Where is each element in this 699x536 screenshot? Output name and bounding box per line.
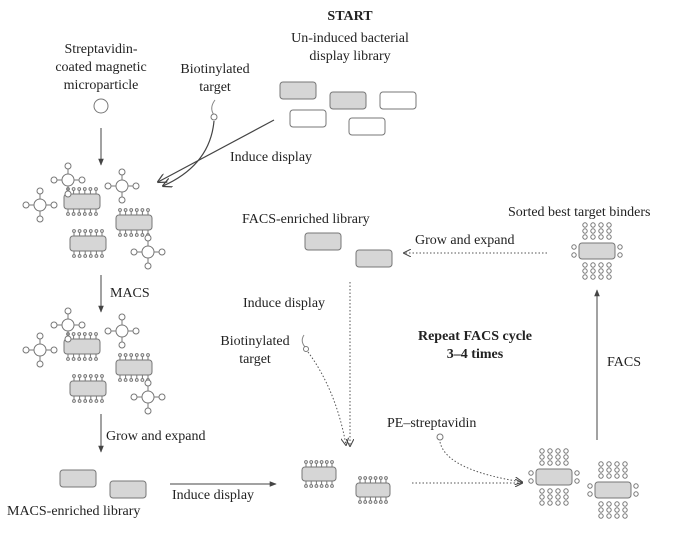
cell-body — [115, 359, 153, 376]
library-cell — [329, 91, 367, 110]
sorted-binders-label: Sorted best target binders — [508, 205, 651, 220]
library-label-line2: display library — [309, 49, 391, 64]
arrow-biotin-top — [163, 120, 215, 186]
cell-body — [115, 214, 153, 231]
cell-body — [355, 482, 391, 498]
uninduced-library-cells — [279, 81, 417, 136]
biotin-top-line2: target — [199, 80, 231, 95]
library-cell — [279, 81, 317, 100]
biotin-mid-line1: Biotinylated — [220, 334, 290, 349]
facs-library-label: FACS-enriched library — [242, 212, 370, 227]
arrow-induce-display-top — [158, 119, 275, 182]
biotinylated-target-icon — [210, 99, 218, 121]
strep-label-line1: Streptavidin- — [64, 42, 138, 57]
cell-body — [594, 481, 632, 499]
strep-label-line2: coated magnetic — [55, 60, 147, 75]
bead — [141, 245, 155, 259]
library-cell — [289, 109, 327, 128]
repeat-facs-line2: 3–4 times — [446, 347, 504, 362]
library-label-line1: Un-induced bacterial — [291, 31, 409, 46]
cell-body — [301, 466, 337, 482]
arrow-biotin-mid — [307, 351, 346, 445]
bead — [115, 179, 129, 193]
repeat-facs-line1: Repeat FACS cycle — [417, 329, 533, 344]
macs-library-cell — [59, 469, 97, 488]
facs-library-cell — [355, 249, 393, 268]
macs-label: MACS — [110, 286, 150, 301]
induced-cells — [301, 460, 391, 504]
bead — [33, 198, 47, 212]
bead — [115, 324, 129, 338]
strep-label-line3: microparticle — [63, 78, 139, 93]
labeled-cells — [528, 448, 639, 519]
facs-library-cell — [304, 232, 342, 251]
start-label: START — [327, 9, 373, 24]
biotinylated-target-icon — [301, 334, 309, 352]
macs-library-label: MACS-enriched library — [7, 504, 141, 519]
grow-expand-left-label: Grow and expand — [106, 429, 206, 444]
pe-strep-label: PE–streptavidin — [387, 416, 477, 431]
induce-display-bottom-label: Induce display — [172, 488, 255, 503]
bead-cell-complex-after-macs — [22, 307, 166, 415]
biotin-top-line1: Biotinylated — [180, 62, 250, 77]
cell-body — [535, 468, 573, 486]
bead-cell-complex — [22, 162, 166, 270]
library-cell — [379, 91, 417, 110]
arrow-pe-strep — [439, 441, 522, 482]
library-cell — [348, 117, 386, 136]
biotin-mid-line2: target — [239, 352, 271, 367]
cell-body — [578, 242, 616, 260]
bead — [141, 390, 155, 404]
grow-expand-right-label: Grow and expand — [415, 233, 515, 248]
bead — [61, 173, 75, 187]
cell-body — [63, 338, 101, 355]
cell-body — [63, 193, 101, 210]
facs-label: FACS — [607, 355, 641, 370]
bead — [33, 343, 47, 357]
microparticle-icon — [93, 98, 109, 114]
macs-library-cell — [109, 480, 147, 499]
sorted-binder-cell — [571, 222, 623, 280]
cell-body — [69, 380, 107, 397]
induce-display-mid-label: Induce display — [243, 296, 326, 311]
bead — [61, 318, 75, 332]
pe-streptavidin-icon — [436, 433, 444, 441]
induce-display-top-label: Induce display — [230, 150, 313, 165]
cell-body — [69, 235, 107, 252]
